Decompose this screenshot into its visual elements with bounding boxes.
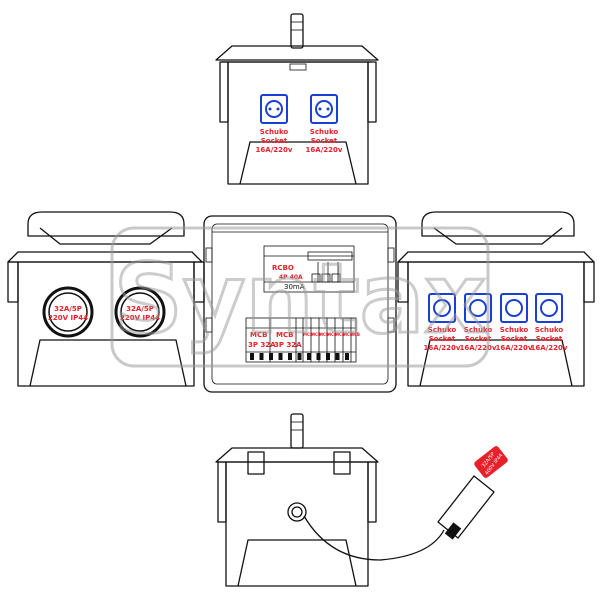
top-box: Schuko Socket 16A/220v Schuko Socket 16A… [215, 13, 379, 185]
panel-frame [203, 215, 397, 393]
mcb-label: MCB [250, 331, 267, 339]
plug-head-icon [474, 446, 508, 478]
mcb-rating: 3P 32A [274, 341, 302, 349]
bottom-box-feet [237, 539, 357, 587]
right-box-body [407, 261, 585, 387]
top-box-handle [290, 13, 304, 49]
bottom-box-lid [215, 447, 379, 463]
small-mcb-label: MCB [319, 332, 329, 337]
socket-label-line3: 16A/220v [256, 146, 293, 154]
mcb-toggle [326, 353, 330, 360]
mcb-toggle [278, 353, 283, 360]
din-rail-top: RCBO 4P 40A 30mA [263, 245, 355, 293]
left-socket-2: 32A/5P 220V IP44 [114, 286, 166, 338]
left-box-body [17, 261, 195, 387]
latch-left [247, 451, 265, 475]
industrial-socket-icon [42, 286, 94, 338]
industrial-plug: 32A/5P 400V IP44 [437, 446, 508, 540]
socket-label-line1: Schuko [464, 326, 493, 334]
small-mcb-label: MCB [303, 332, 313, 337]
socket-label-line1: Schuko [260, 128, 289, 136]
schuko-socket-icon [500, 293, 528, 323]
socket-label-line1: Schuko [428, 326, 457, 334]
right-socket-2: Schuko Socket 16A/220v [460, 293, 497, 352]
rcbo-label: RCBO [272, 264, 294, 272]
socket-label-line1: 32A/5P [54, 305, 82, 313]
mcb-toggle [316, 353, 321, 360]
right-box: Schuko Socket 16A/220v Schuko Socket 16A… [397, 211, 595, 387]
watermark-text: Syntax [114, 243, 487, 355]
bottom-box: 32A/5P 400V IP44 [215, 413, 508, 587]
socket-label-line3: 16A/220v [306, 146, 343, 154]
socket-label-line2: Socket [311, 137, 338, 145]
socket-label-line2: Socket [429, 335, 456, 343]
socket-label-line1: Schuko [500, 326, 529, 334]
rcbo-housing [263, 245, 355, 293]
schuko-socket-icon [260, 94, 288, 124]
top-box-body [227, 61, 369, 185]
top-box-feet [239, 141, 357, 185]
small-mcb-label: MCB [327, 332, 337, 337]
mcb-toggle [269, 353, 273, 360]
bottom-box-handle [290, 413, 304, 449]
top-box-lid [215, 45, 379, 61]
top-socket-1: Schuko Socket 16A/220v [256, 94, 293, 154]
right-socket-3: Schuko Socket 16A/220v [496, 293, 533, 352]
industrial-socket-icon [114, 286, 166, 338]
bottom-box-body [225, 461, 369, 587]
mcb-toggle [288, 353, 292, 360]
left-box: 32A/5P 220V IP44 32A/5P 220V IP44 [7, 211, 205, 387]
schuko-socket-icon [464, 293, 492, 323]
watermark-frame [110, 226, 490, 368]
small-mcb-label: MCB [350, 332, 360, 337]
socket-label-line3: 16A/220v [531, 344, 568, 352]
mcb-toggle [307, 353, 311, 360]
socket-label-line3: 16A/220v [496, 344, 533, 352]
socket-label-line2: Socket [501, 335, 528, 343]
left-socket-1: 32A/5P 220V IP44 [42, 286, 94, 338]
mcb-toggle [335, 353, 340, 360]
plug-body-icon [437, 475, 495, 539]
small-mcb-label: MCB [343, 332, 353, 337]
mcb-toggle [259, 353, 264, 360]
right-socket-4: Schuko Socket 16A/220v [531, 293, 568, 352]
din-rail-bottom: MCB 3P 32A MCB 3P 32A MCB MCB MCB MCB MC… [245, 317, 360, 363]
socket-label-line2: Socket [261, 137, 288, 145]
top-socket-2: Schuko Socket 16A/220v [306, 94, 343, 154]
socket-label-line2: Socket [536, 335, 563, 343]
power-cable [303, 515, 445, 561]
socket-label-line1: Schuko [310, 128, 339, 136]
syntax-watermark: Syntax [110, 226, 490, 368]
socket-label-line1: 32A/5P [126, 305, 154, 313]
latch-right [333, 451, 351, 475]
cable-gland-icon [287, 502, 307, 522]
small-mcb-label: MCB [311, 332, 321, 337]
socket-label-line1: Schuko [535, 326, 564, 334]
socket-label-line3: 16A/220v [460, 344, 497, 352]
right-box-handle [421, 211, 575, 237]
left-box-handle [27, 211, 185, 237]
right-box-feet [419, 339, 573, 387]
rcbo-sensitivity: 30mA [284, 283, 305, 291]
center-panel: RCBO 4P 40A 30mA MCB 3P 32A MCB 3P 32A M… [203, 215, 397, 393]
socket-label-line2: 220V IP44 [120, 314, 160, 322]
mcb-label: MCB [276, 331, 293, 339]
schuko-socket-icon [428, 293, 456, 323]
left-box-feet [29, 339, 187, 387]
mcb-row-housing [245, 317, 357, 363]
mcb-toggle [297, 353, 302, 360]
right-socket-1: Schuko Socket 16A/220v [424, 293, 461, 352]
socket-label-line2: Socket [465, 335, 492, 343]
socket-label-line2: 220V IP44 [48, 314, 88, 322]
schuko-socket-icon [310, 94, 338, 124]
small-mcb-label: MCB [335, 332, 345, 337]
mcb-toggle [250, 353, 254, 360]
mcb-toggle [345, 353, 349, 360]
rcbo-rating: 4P 40A [279, 274, 303, 281]
mcb-rating: 3P 32A [248, 341, 276, 349]
socket-label-line3: 16A/220v [424, 344, 461, 352]
schuko-socket-icon [535, 293, 563, 323]
